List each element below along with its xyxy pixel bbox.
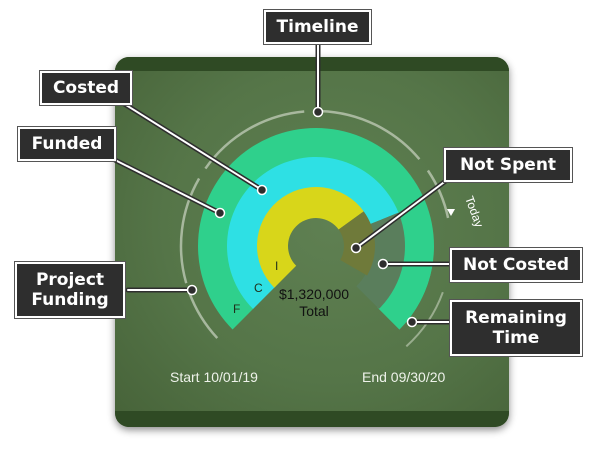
total-label: Total bbox=[299, 303, 329, 319]
inner-ring bbox=[256, 186, 364, 288]
today-marker-icon bbox=[447, 209, 455, 216]
total-amount: $1,320,000 bbox=[279, 286, 349, 302]
project-funding-callout: Project Funding bbox=[15, 262, 125, 318]
costed-ring bbox=[226, 156, 399, 309]
funded-callout: Funded bbox=[18, 127, 116, 161]
card-top-bar bbox=[115, 57, 509, 71]
costed-letter: C bbox=[254, 281, 263, 295]
today-label: Today bbox=[462, 194, 486, 229]
end-date-label: End 09/30/20 bbox=[362, 369, 446, 385]
timeline-arc-segment bbox=[426, 169, 450, 219]
funded-ring bbox=[198, 127, 435, 330]
timeline-arc-segment bbox=[187, 291, 219, 339]
leader-lines bbox=[114, 41, 454, 323]
start-date-label: Start 10/01/19 bbox=[170, 369, 258, 385]
not-spent-callout: Not Spent bbox=[444, 148, 572, 182]
funded-ring-remaining bbox=[377, 261, 433, 330]
leader-endpoints bbox=[186, 106, 418, 328]
timeline-callout: Timeline bbox=[264, 10, 371, 44]
funded-letter: F bbox=[233, 302, 240, 316]
inner-letter: I bbox=[275, 259, 278, 273]
card-bottom-bar bbox=[115, 411, 509, 427]
costed-callout: Costed bbox=[40, 71, 132, 105]
timeline-arc-segment bbox=[320, 109, 421, 161]
timeline-arc-segment bbox=[179, 177, 201, 284]
remaining-time-callout: Remaining Time bbox=[450, 300, 582, 356]
not-costed-callout: Not Costed bbox=[450, 248, 582, 282]
